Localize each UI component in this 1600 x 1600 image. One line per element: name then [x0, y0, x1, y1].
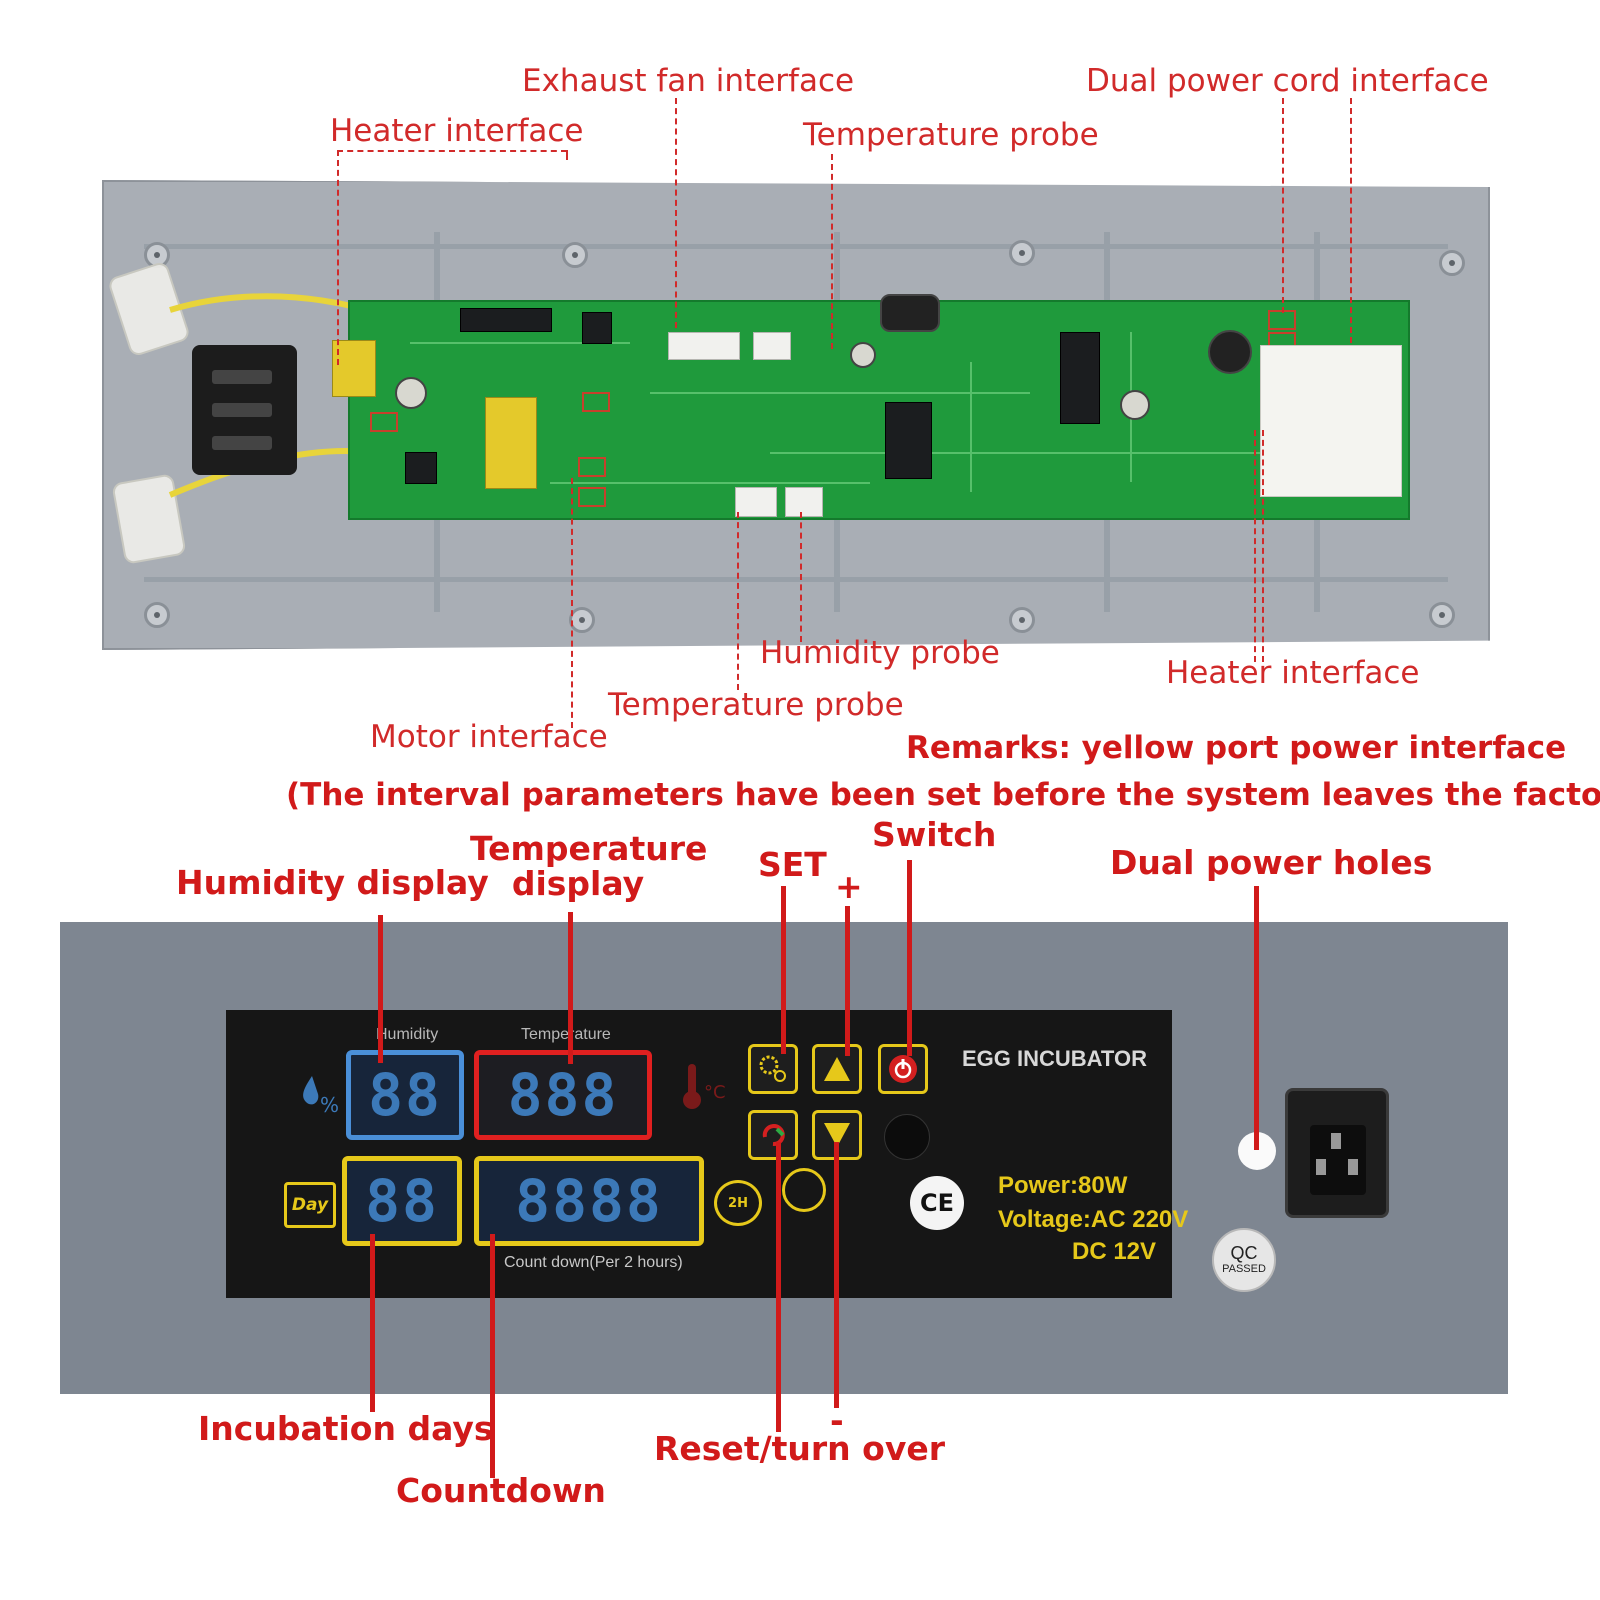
timer-icon: 2H: [714, 1180, 762, 1226]
leader-line: [337, 150, 567, 152]
ce-mark-text: CE: [919, 1189, 954, 1217]
ac-power-socket: [192, 345, 297, 475]
leader-line: [490, 1234, 495, 1478]
remark-line-1: Remarks: yellow port power interface: [906, 730, 1567, 766]
humidity-drop-icon: %: [303, 1076, 339, 1117]
set-button[interactable]: [748, 1044, 798, 1094]
thermometer-icon: °C: [683, 1064, 726, 1109]
ce-mark-icon: CE: [910, 1176, 964, 1230]
dc-spec: DC 12V: [1072, 1238, 1157, 1265]
power-spec: Power:80W: [998, 1172, 1128, 1199]
leader-line: [1262, 430, 1264, 662]
leader-line: [907, 860, 912, 1056]
label-set: SET: [758, 845, 827, 884]
label-exhaust-fan-interface: Exhaust fan interface: [522, 63, 855, 99]
label-motor-interface: Motor interface: [370, 719, 608, 755]
reset-icon: [762, 1124, 785, 1147]
relay: [1260, 345, 1402, 497]
leader-line: [781, 886, 786, 1054]
leader-line: [831, 154, 833, 349]
calendar-icon: Day: [284, 1182, 336, 1228]
screw: [1009, 607, 1035, 633]
leader-line: [1254, 886, 1259, 1150]
label-heater-interface-right: Heater interface: [1166, 655, 1420, 691]
timer-icon-label: 2H: [728, 1195, 748, 1211]
down-arrow-icon: [824, 1123, 850, 1147]
leader-line: [1282, 98, 1284, 313]
leader-line: [571, 478, 573, 728]
circuit-board: [332, 294, 1410, 520]
gear-icon: [782, 1168, 826, 1212]
label-humidity-probe: Humidity probe: [760, 635, 1000, 671]
label-dual-power-cord-interface: Dual power cord interface: [1086, 63, 1489, 99]
leader-line: [566, 150, 568, 160]
voltage-spec: Voltage:AC 220V: [998, 1206, 1189, 1233]
leader-line: [378, 915, 383, 1063]
leader-line: [845, 906, 850, 1056]
screw: [144, 602, 170, 628]
incubation-days-display: 88: [342, 1156, 462, 1246]
screw: [569, 607, 595, 633]
label-temperature-line1: Temperature: [470, 829, 708, 868]
leader-line: [737, 512, 739, 690]
countdown-display: 8888: [474, 1156, 704, 1246]
label-temperature-probe-top: Temperature probe: [803, 117, 1099, 153]
label-minus: -: [830, 1401, 844, 1440]
brand-label: EGG INCUBATOR: [962, 1046, 1147, 1071]
qc-passed-text: PASSED: [1222, 1262, 1266, 1275]
housing-rib: [144, 577, 1448, 582]
plus-button[interactable]: [812, 1044, 862, 1094]
screw: [1429, 602, 1455, 628]
humidity-display: 88: [346, 1050, 464, 1140]
leader-line: [675, 98, 677, 328]
leader-line: [370, 1234, 375, 1412]
label-countdown: Countdown: [396, 1471, 606, 1510]
indicator-hole: [884, 1114, 930, 1160]
label-temperature-line2: display: [511, 863, 645, 903]
leader-line: [568, 912, 573, 1064]
power-inlet: [1285, 1088, 1389, 1218]
label-incubation-days: Incubation days: [198, 1409, 494, 1448]
control-faceplate: Humidity Temperature % 88 888 °C Day 88 …: [226, 1010, 1188, 1298]
screw: [1009, 240, 1035, 266]
up-arrow-icon: [824, 1057, 850, 1081]
minus-button[interactable]: [812, 1110, 862, 1160]
label-switch: Switch: [872, 815, 997, 854]
temperature-caption: Temperature: [521, 1026, 611, 1043]
power-switch-button[interactable]: [878, 1044, 928, 1094]
screw: [562, 242, 588, 268]
label-humidity-display: Humidity display: [176, 863, 489, 902]
power-icon: [889, 1055, 917, 1083]
screw: [1439, 250, 1465, 276]
remark-line-2: (The interval parameters have been set b…: [286, 777, 1600, 813]
housing-rib: [144, 244, 1448, 249]
qc-text: QC: [1230, 1242, 1258, 1263]
label-temperature-display: Temperature display: [470, 829, 708, 903]
svg-text:°C: °C: [704, 1082, 726, 1103]
label-plus: +: [835, 867, 863, 906]
label-reset-turn-over: Reset/turn over: [654, 1429, 946, 1468]
reset-turn-over-button[interactable]: [748, 1110, 798, 1160]
countdown-caption: Count down(Per 2 hours): [504, 1254, 683, 1271]
qc-seal-icon: QC PASSED: [1212, 1228, 1276, 1292]
temperature-display: 888: [474, 1050, 652, 1140]
leader-line: [337, 150, 339, 365]
leader-line: [1350, 98, 1352, 343]
leader-line: [800, 512, 802, 642]
label-heater-interface-left: Heater interface: [330, 113, 584, 149]
day-icon-label: Day: [291, 1195, 329, 1215]
leader-line: [1254, 430, 1256, 662]
leader-line: [834, 1142, 839, 1408]
humidity-caption: Humidity: [376, 1026, 439, 1043]
label-dual-power-holes: Dual power holes: [1110, 843, 1433, 882]
leader-line: [776, 1142, 781, 1432]
svg-text:%: %: [320, 1093, 339, 1117]
gear-icon: [759, 1055, 786, 1082]
label-temperature-probe-bottom: Temperature probe: [608, 687, 904, 723]
